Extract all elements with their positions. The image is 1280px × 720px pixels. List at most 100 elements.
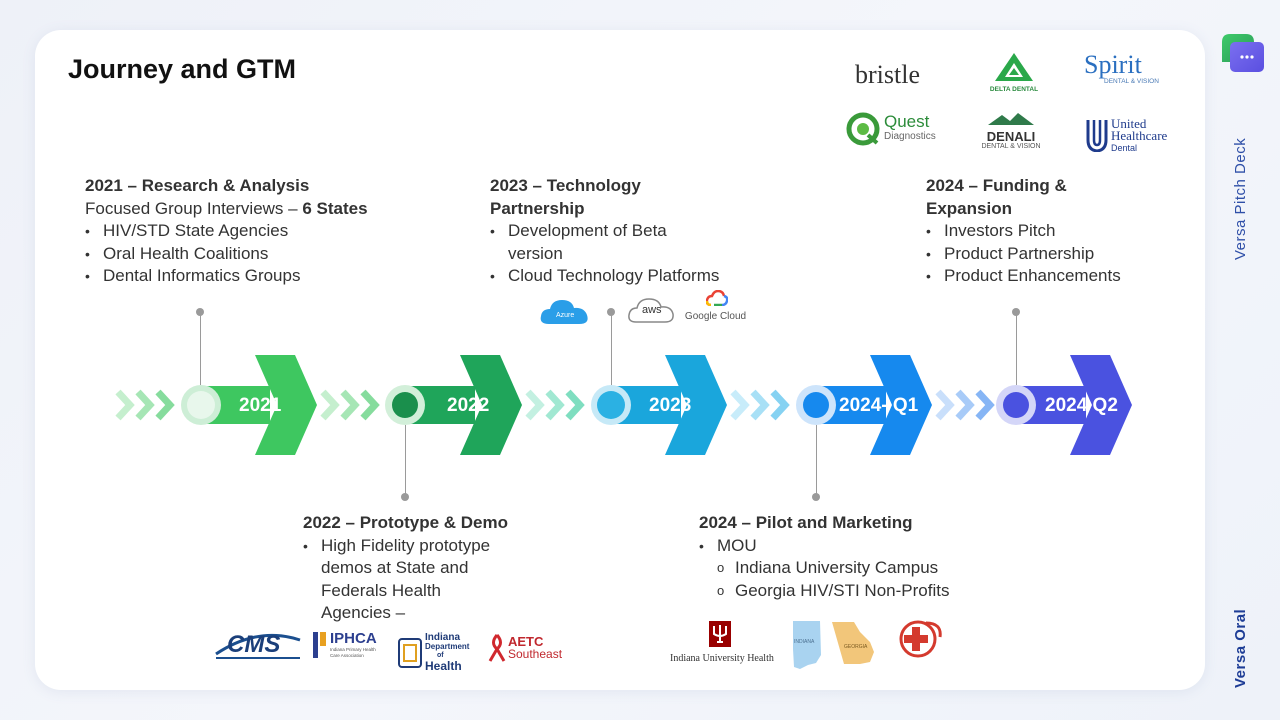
list-subitem: Indiana University Campus <box>699 557 979 580</box>
quest-q-icon <box>846 112 880 146</box>
google-cloud-text: Google Cloud <box>684 311 747 322</box>
milestone-2022: 2022 – Prototype & Demo High Fidelity pr… <box>303 512 533 625</box>
mountain-icon <box>988 113 1034 125</box>
aws-text: aws <box>642 304 662 316</box>
list-item: MOU <box>699 535 979 558</box>
year-label-2024-q1: 2024- Q1 <box>839 395 919 416</box>
cms-text: CMS <box>227 631 281 658</box>
spirit-text: Spirit <box>1084 50 1142 79</box>
georgia-map: GEORGIA <box>830 620 876 671</box>
iphca-mark-icon <box>313 632 326 658</box>
milestone-2024-pilot-heading: 2024 – Pilot and Marketing <box>699 513 913 532</box>
connector-2024-q1 <box>816 425 817 497</box>
google-cloud-logo: Google Cloud <box>684 289 749 322</box>
aetc-logo: AETC Southeast <box>488 633 562 663</box>
quest-text: Quest <box>884 112 930 131</box>
list-item: Investors Pitch <box>926 220 1166 243</box>
aetc-subtext: Southeast <box>508 647 563 661</box>
denali-text: DENALI <box>986 129 1036 144</box>
indiana-doh-text-2: Department <box>425 642 470 651</box>
timeline-segment-2024-q1 <box>730 355 932 455</box>
spirit-subtext: DENTAL & VISION <box>1104 78 1159 85</box>
uhc-text-2: Healthcare <box>1111 128 1168 143</box>
azure-logo: Azure <box>539 296 591 326</box>
year-label-2024-q2: 2024 Q2 <box>1045 395 1118 416</box>
red-cross-icon <box>899 620 942 658</box>
milestone-2023-heading-2: Partnership <box>490 198 585 218</box>
spirit-logo: Spirit DENTAL & VISION <box>1084 50 1159 86</box>
indiana-doh-text-4: Health <box>425 659 462 673</box>
milestone-2024-funding-heading-2: Expansion <box>926 198 1012 218</box>
list-item: HIV/STD State Agencies <box>85 220 395 243</box>
iu-health-logo: Indiana University Health <box>670 620 774 664</box>
bristle-logo: bristle <box>855 60 920 89</box>
milestone-2024-funding: 2024 – Funding & Expansion Investors Pit… <box>926 175 1166 288</box>
slide-card <box>35 30 1205 690</box>
year-label-2021: 2021 <box>239 395 282 416</box>
milestone-2021-intro: Focused Group Interviews – 6 States <box>85 198 368 218</box>
milestone-2024-pilot: 2024 – Pilot and Marketing MOU Indiana U… <box>699 512 979 602</box>
list-item: Development of Beta version <box>490 220 690 265</box>
aetc-text: AETC <box>508 634 544 649</box>
milestone-2023: 2023 – Technology Partnership Developmen… <box>490 175 750 288</box>
milestone-2022-heading: 2022 – Prototype & Demo <box>303 513 509 532</box>
aws-cloud-icon <box>628 298 674 323</box>
aws-logo: aws <box>627 295 675 325</box>
iphca-subtext: Indiana Primary Health Care Association <box>330 647 376 658</box>
indiana-doh-logo: Indiana Department of Health <box>398 633 469 672</box>
chat-bubble-icon[interactable] <box>1220 32 1264 76</box>
denali-subtext: DENTAL & VISION <box>981 143 1041 150</box>
indiana-doh-text-3: of <box>437 652 444 659</box>
indiana-map-text: INDIANA <box>794 639 815 645</box>
timeline-segment-2024-q2 <box>935 355 1132 455</box>
georgia-map-text: GEORGIA <box>844 644 868 650</box>
iphca-logo: IPHCA Indiana Primary Health Care Associ… <box>313 630 380 660</box>
connector-dot <box>196 308 204 316</box>
uhc-text-1: United <box>1111 116 1147 131</box>
connector-dot <box>607 308 615 316</box>
milestone-2021: 2021 – Research & Analysis Focused Group… <box>85 175 395 288</box>
connector-2021 <box>200 313 201 385</box>
connector-2023 <box>611 313 612 385</box>
connector-2022 <box>405 425 406 497</box>
milestone-2021-heading: 2021 – Research & Analysis <box>85 176 310 195</box>
iphca-text: IPHCA <box>330 630 377 647</box>
azure-cloud-icon <box>540 300 588 324</box>
quest-subtext: Diagnostics <box>884 131 936 142</box>
list-item: Product Partnership <box>926 243 1166 266</box>
list-item: Oral Health Coalitions <box>85 243 395 266</box>
timeline-segment-2022 <box>320 355 522 455</box>
timeline-segment-2021 <box>115 355 317 455</box>
azure-text: Azure <box>556 312 575 319</box>
red-cross-logo <box>896 617 946 666</box>
denali-logo: DENALI DENTAL & VISION <box>970 112 1052 150</box>
list-item: High Fidelity prototype demos at State a… <box>303 535 508 625</box>
timeline-segment-2023 <box>525 355 727 455</box>
indiana-map: INDIANA <box>790 619 824 676</box>
slide-title: Journey and GTM <box>68 54 297 84</box>
list-subitem: Georgia HIV/STI Non-Profits <box>699 580 979 603</box>
connector-dot <box>401 493 409 501</box>
cms-logo: CMS <box>213 630 303 666</box>
uhc-subtext: Dental <box>1111 143 1138 153</box>
connector-dot <box>812 493 820 501</box>
indiana-state-icon <box>793 621 821 669</box>
milestone-2024-funding-heading: 2024 – Funding & <box>926 176 1067 195</box>
indiana-doh-mark-icon <box>398 637 422 668</box>
connector-2024-q2 <box>1016 313 1017 385</box>
list-item: Product Enhancements <box>926 265 1166 288</box>
google-cloud-icon <box>705 289 729 307</box>
iu-trident-icon <box>709 621 731 647</box>
delta-dental-logo: DELTA DENTAL <box>985 52 1043 93</box>
year-label-2023: 2023 <box>649 395 692 416</box>
ribbon-icon <box>488 634 506 662</box>
connector-dot <box>1012 308 1020 316</box>
list-item: Dental Informatics Groups <box>85 265 395 288</box>
delta-triangle-icon <box>995 53 1033 81</box>
milestone-2023-heading: 2023 – Technology <box>490 176 641 195</box>
list-item: Cloud Technology Platforms <box>490 265 750 288</box>
quest-logo: Quest Diagnostics <box>846 112 936 146</box>
uhc-shield-icon <box>1086 120 1108 152</box>
united-healthcare-logo: United Healthcare Dental <box>1086 116 1168 154</box>
